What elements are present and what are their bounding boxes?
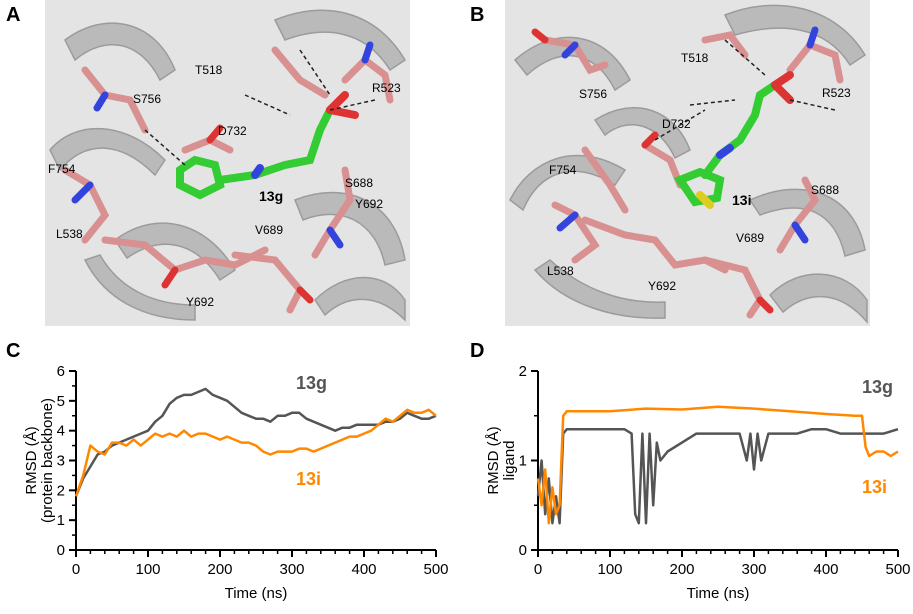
y-tick-label: 0 xyxy=(519,542,527,559)
hydrogen-bonds xyxy=(144,49,376,166)
y-axis-label: RMSD (Å) xyxy=(23,426,40,494)
hetero-atoms xyxy=(531,26,819,314)
residue-label: D732 xyxy=(218,124,247,138)
ligand-13i xyxy=(673,71,794,209)
x-tick-label: 400 xyxy=(813,561,838,578)
y-tick-label: 0 xyxy=(57,542,65,559)
y-tick-label: 6 xyxy=(57,363,65,380)
protein-ribbon xyxy=(49,9,407,322)
residue-label: F754 xyxy=(549,163,577,177)
x-tick-label: 100 xyxy=(597,561,622,578)
x-tick-label: 500 xyxy=(423,561,448,578)
panel-letter-a: A xyxy=(6,4,21,26)
hydrogen-bonds xyxy=(654,39,836,141)
residue-label: S756 xyxy=(133,92,161,106)
structure-panel-a: T518 R523 S756 D732 F754 S688 Y692 V689 … xyxy=(45,0,410,326)
x-tick-label: 500 xyxy=(885,561,910,578)
y-tick-label: 5 xyxy=(57,393,65,410)
ligand-label: 13g xyxy=(259,188,283,204)
x-tick-label: 0 xyxy=(534,561,542,578)
hetero-atoms xyxy=(71,41,374,304)
x-tick-label: 400 xyxy=(351,561,376,578)
residue-label: R523 xyxy=(822,86,851,100)
series-label-13g: 13g xyxy=(296,373,327,393)
x-tick-label: 300 xyxy=(741,561,766,578)
series-label-13g: 13g xyxy=(862,377,893,397)
residue-label: R523 xyxy=(372,81,401,95)
residue-label: D732 xyxy=(662,117,691,131)
ligand-label: 13i xyxy=(732,192,751,208)
residue-label: S688 xyxy=(345,176,373,190)
residue-label: S756 xyxy=(579,87,607,101)
x-axis-label: Time (ns) xyxy=(225,585,288,602)
residue-label: V689 xyxy=(736,231,764,245)
residue-label: L538 xyxy=(547,264,574,278)
residue-label: L538 xyxy=(56,227,83,241)
residue-label: V689 xyxy=(255,223,283,237)
panel-letter-b: B xyxy=(470,4,485,26)
y-tick-label: 2 xyxy=(519,363,527,380)
residue-label: Y692 xyxy=(186,295,214,309)
ligand-13g xyxy=(176,91,359,200)
y-tick-label: 4 xyxy=(57,423,65,440)
y-tick-label: 1 xyxy=(57,512,65,529)
residue-sticks xyxy=(61,46,394,314)
residue-label: Y692 xyxy=(648,279,676,293)
panel-letter-c: C xyxy=(6,340,21,362)
residue-label: S688 xyxy=(811,183,839,197)
structure-panel-b: T518 R523 S756 D732 F754 S688 V689 L538 … xyxy=(505,0,870,326)
residue-label: T518 xyxy=(681,51,709,65)
x-tick-label: 300 xyxy=(279,561,304,578)
x-axis-label: Time (ns) xyxy=(687,585,750,602)
x-tick-label: 200 xyxy=(669,561,694,578)
x-tick-label: 200 xyxy=(207,561,232,578)
panel-letter-d: D xyxy=(470,340,485,362)
y-axis-label-secondary: ligand xyxy=(501,440,518,480)
y-tick-label: 1 xyxy=(519,453,527,470)
y-axis-label-secondary: (protein backbone) xyxy=(39,398,56,523)
y-axis-label: RMSD (Å) xyxy=(485,426,502,494)
y-tick-label: 3 xyxy=(57,453,65,470)
residue-label: Y692 xyxy=(355,197,383,211)
series-line-13g xyxy=(74,387,437,497)
x-tick-label: 100 xyxy=(135,561,160,578)
residue-label: T518 xyxy=(195,63,223,77)
series-line-13g xyxy=(536,427,899,525)
residue-sticks xyxy=(541,31,844,319)
x-tick-label: 0 xyxy=(72,561,80,578)
series-label-13i: 13i xyxy=(296,469,321,489)
series-label-13i: 13i xyxy=(862,477,887,497)
y-tick-label: 2 xyxy=(57,482,65,499)
series-line-13i xyxy=(74,408,437,497)
residue-label: F754 xyxy=(48,162,76,176)
series-line-13i xyxy=(536,405,899,525)
